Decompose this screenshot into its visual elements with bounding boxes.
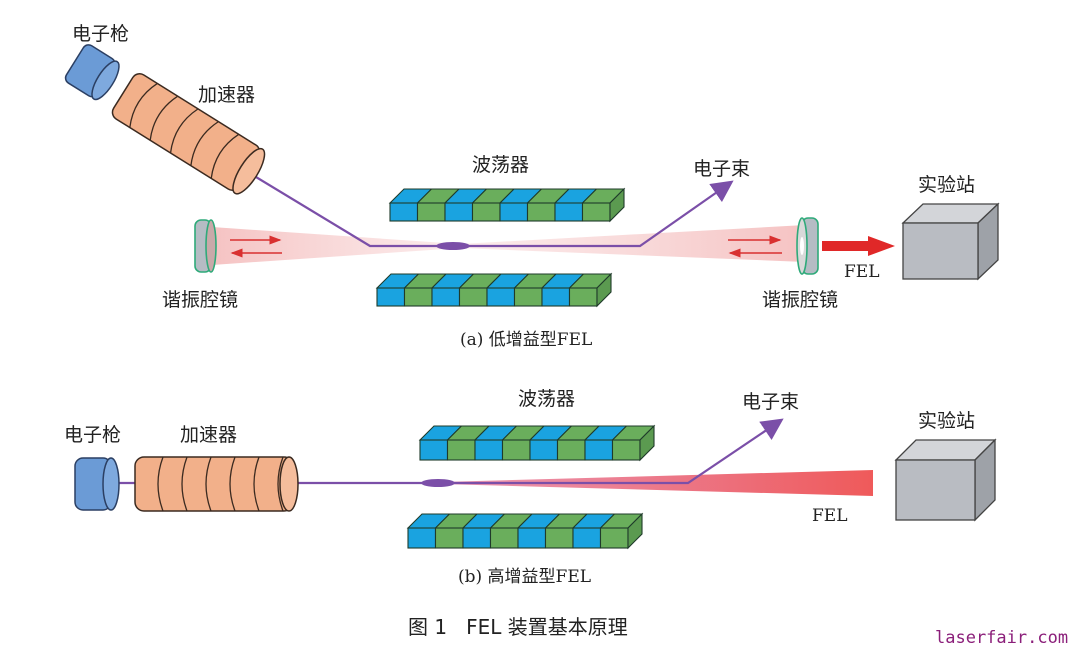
- undulator-magnet: [376, 287, 406, 307]
- undulator-magnet: [486, 287, 516, 307]
- undulator-magnet: [554, 202, 584, 222]
- label-fel-b: FEL: [812, 506, 848, 526]
- undulator-magnet: [544, 527, 574, 549]
- accelerator-cavity-ring: [277, 456, 284, 512]
- label-experiment-station-b: 实验站: [918, 410, 975, 432]
- undulator-magnet: [431, 287, 461, 307]
- undulator-magnet: [434, 527, 464, 549]
- undulator-magnet: [444, 202, 474, 222]
- label-electron-gun-b: 电子枪: [64, 424, 121, 446]
- undulator-magnet: [499, 202, 529, 222]
- undulator-b-bottom: [406, 512, 644, 550]
- undulator-magnet: [517, 527, 547, 549]
- panel-a: 电子枪 加速器 波荡器 电子束 谐振腔镜 谐振腔镜 FEL 实验站 (a) 低增…: [64, 23, 1000, 350]
- undulator-magnet: [599, 527, 629, 549]
- undulator-magnet: [403, 287, 433, 307]
- label-experiment-station-a: 实验站: [918, 174, 975, 196]
- undulator-magnet: [584, 439, 614, 461]
- undulator-magnet: [501, 439, 531, 461]
- undulator-magnet: [471, 202, 501, 222]
- undulator-magnet: [416, 202, 446, 222]
- undulator-magnet: [419, 439, 449, 461]
- undulator-magnet: [556, 439, 586, 461]
- undulator-magnet: [568, 287, 598, 307]
- accelerator-cavity-ring: [190, 121, 219, 166]
- label-accelerator-b: 加速器: [180, 424, 237, 446]
- accelerator-cavity-ring: [205, 456, 212, 512]
- accelerator-cavity-ring: [129, 82, 158, 128]
- accelerator-cavity-ring: [181, 456, 188, 512]
- undulator-magnet: [611, 439, 641, 461]
- undulator-magnet: [581, 202, 611, 222]
- label-electron-beam-b: 电子束: [742, 391, 799, 413]
- subcaption-a: (a) 低增益型FEL: [460, 330, 592, 350]
- electron-bunch-b: [421, 479, 455, 487]
- undulator-end-face: [596, 272, 612, 308]
- accelerator-cavity-ring: [229, 456, 236, 512]
- electron-beam-path-b: [112, 418, 784, 485]
- undulator-a-bottom: [375, 272, 613, 308]
- accelerator-cavity-ring: [169, 108, 199, 154]
- undulator-magnet: [446, 439, 476, 461]
- electron-gun-a: [64, 44, 120, 101]
- accelerator-b: [134, 456, 299, 512]
- accelerator-cavity-ring: [253, 456, 260, 512]
- resonator-mirror-left: [194, 219, 217, 273]
- electron-bunch: [436, 242, 470, 250]
- undulator-magnet: [541, 287, 571, 307]
- panel-b: 电子枪 加速器 波荡器 电子束 FEL 实验站 (b) 高增益型FEL: [64, 388, 997, 587]
- label-mirror-right: 谐振腔镜: [762, 289, 838, 311]
- undulator-magnet: [572, 527, 602, 549]
- accelerator-cavity-ring: [149, 95, 179, 141]
- label-electron-beam-a: 电子束: [693, 158, 750, 180]
- undulator-magnet: [513, 287, 543, 307]
- undulator-magnet: [526, 202, 556, 222]
- undulator-magnet: [407, 527, 437, 549]
- label-undulator-b: 波荡器: [518, 388, 575, 410]
- undulator-b-top: [418, 424, 656, 462]
- accelerator-a: [111, 73, 266, 195]
- label-undulator-a: 波荡器: [472, 154, 529, 176]
- experiment-station-a: [901, 202, 1000, 281]
- undulator-magnet: [462, 527, 492, 549]
- accelerator-cavity-ring: [210, 133, 240, 179]
- label-accelerator-a: 加速器: [198, 84, 255, 106]
- undulator-a-top: [388, 187, 626, 223]
- undulator-magnet: [389, 202, 419, 222]
- accelerator-cavity-ring: [157, 456, 164, 512]
- subcaption-b: (b) 高增益型FEL: [458, 567, 591, 587]
- undulator-end-face: [609, 187, 625, 223]
- electron-gun-b: [74, 457, 120, 511]
- cavity-light-right: [460, 225, 805, 262]
- label-fel-a: FEL: [844, 262, 880, 282]
- resonator-mirror-right: [796, 217, 819, 275]
- label-electron-gun-a: 电子枪: [72, 23, 129, 45]
- label-mirror-left: 谐振腔镜: [162, 289, 238, 311]
- undulator-end-face: [627, 512, 643, 550]
- undulator-end-face: [639, 424, 655, 462]
- undulator-magnet: [529, 439, 559, 461]
- experiment-station-b: [894, 438, 997, 522]
- undulator-magnet: [489, 527, 519, 549]
- electron-beam-path: [164, 121, 734, 248]
- undulator-magnet: [458, 287, 488, 307]
- fel-output-arrow: [822, 236, 895, 256]
- watermark: laserfair.com: [935, 628, 1068, 648]
- figure-caption: 图 1 FEL 装置基本原理: [408, 615, 628, 639]
- undulator-magnet: [474, 439, 504, 461]
